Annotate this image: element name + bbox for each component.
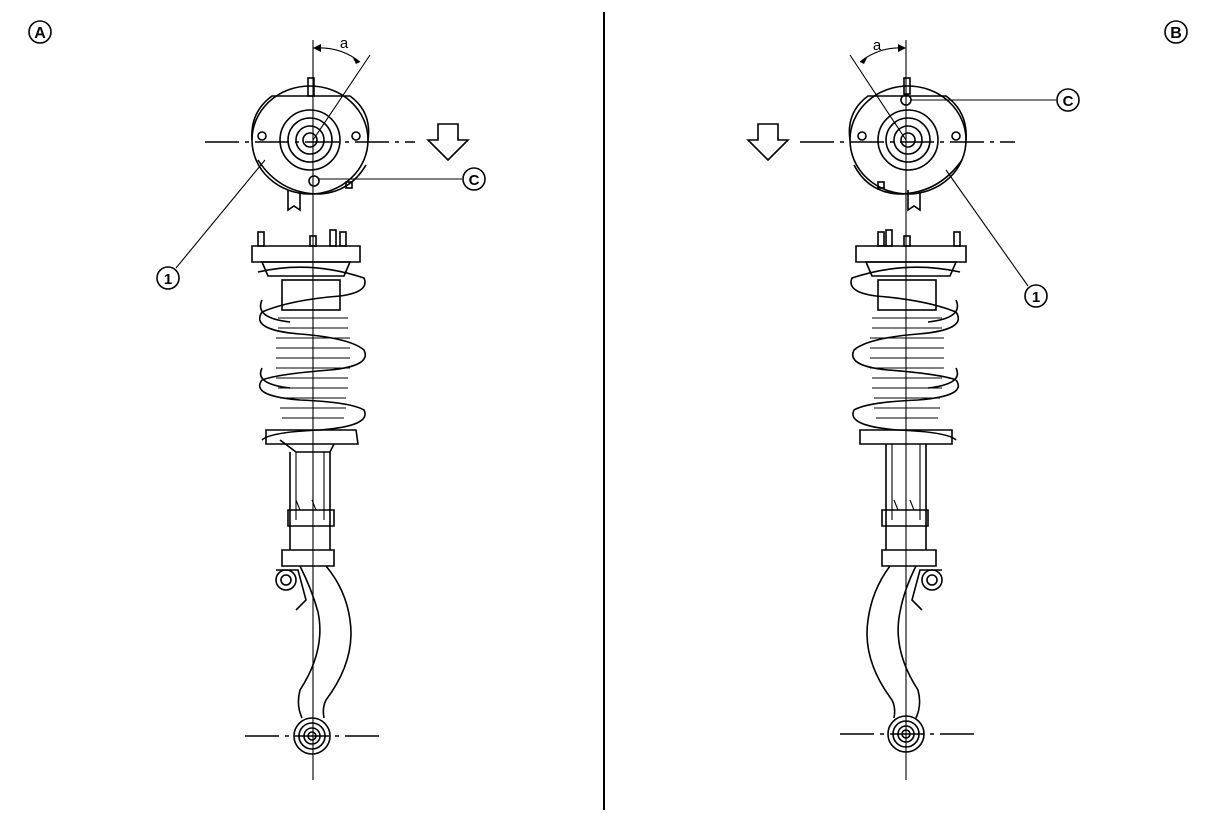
- right-strut-body: [881, 444, 943, 611]
- svg-text:B: B: [1170, 25, 1182, 42]
- svg-text:C: C: [469, 172, 480, 189]
- left-knuckle-arm: [297, 565, 352, 719]
- left-lower-bushing: [245, 717, 380, 755]
- left-dust-boot: [276, 279, 350, 419]
- right-knuckle-arm: [866, 565, 921, 719]
- svg-text:a: a: [873, 37, 882, 54]
- left-part-callout: 1: [156, 159, 266, 290]
- left-mark-callout: C: [318, 167, 486, 191]
- left-view: A a: [28, 20, 486, 780]
- right-view: B a: [746, 20, 1188, 780]
- right-dust-boot: [870, 279, 944, 419]
- right-corner-label: B: [1164, 20, 1188, 44]
- left-upper-spring-seat: [251, 229, 361, 277]
- left-lower-spring-seat: [265, 429, 359, 453]
- right-lower-bushing: [840, 715, 975, 753]
- left-angle-indicator: a: [312, 35, 371, 141]
- right-mark-callout: C: [911, 88, 1080, 112]
- svg-text:1: 1: [164, 271, 172, 288]
- left-strut-body: [275, 452, 335, 611]
- right-coil-spring: [850, 266, 961, 441]
- svg-text:C: C: [1063, 93, 1074, 110]
- right-part-callout: 1: [945, 169, 1048, 308]
- left-direction-arrow: [426, 123, 470, 162]
- left-strut-mount: [251, 77, 370, 212]
- left-corner-label: A: [28, 20, 52, 44]
- right-strut-mount: [848, 77, 967, 212]
- right-upper-spring-seat: [855, 229, 967, 277]
- right-lower-spring-seat: [859, 429, 953, 445]
- svg-text:1: 1: [1032, 289, 1040, 306]
- svg-text:A: A: [34, 25, 46, 42]
- right-angle-indicator: a: [849, 37, 907, 141]
- right-direction-arrow: [746, 123, 790, 162]
- svg-text:a: a: [340, 35, 349, 52]
- left-coil-spring: [257, 266, 367, 441]
